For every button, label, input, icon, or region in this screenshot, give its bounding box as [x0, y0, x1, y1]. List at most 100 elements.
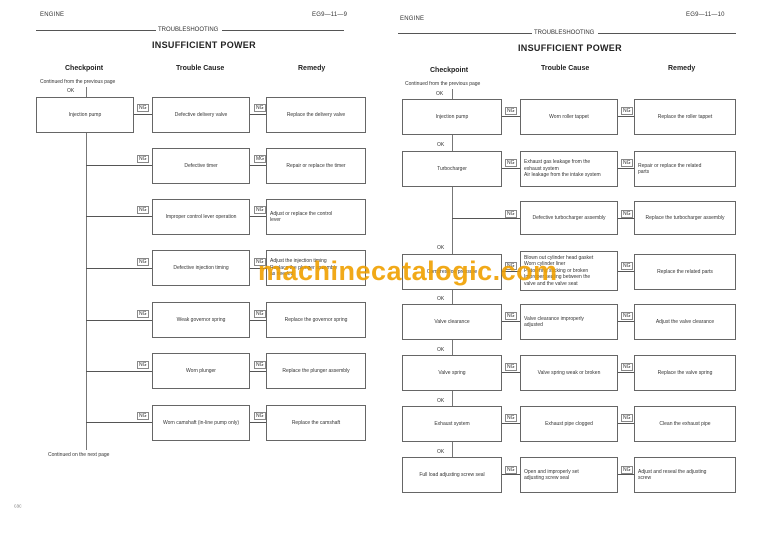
ng-tag: NG	[621, 466, 633, 474]
right-page-number: EG9—11—10	[686, 12, 725, 18]
left-continued-from: Continued from the previous page	[40, 79, 116, 85]
right-branch-line	[502, 271, 520, 272]
left-page-number: EG9—11—9	[312, 12, 348, 18]
cause-box: Defective delivery valve	[152, 97, 250, 133]
ng-tag: NG	[137, 361, 149, 369]
ok-label: OK	[437, 296, 445, 302]
ng-tag: NG	[505, 466, 517, 474]
left-remedy-line	[250, 422, 266, 423]
left-remedy-line	[250, 371, 266, 372]
right-remedy-line	[618, 116, 634, 117]
ng-tag: MG	[254, 155, 267, 163]
remedy-box: Repair or replace the timer	[266, 148, 366, 184]
left-remedy-line	[250, 216, 266, 217]
ng-tag: NG	[621, 107, 633, 115]
right-branch-line	[502, 423, 520, 424]
left-branch-line	[86, 371, 152, 372]
cause-box: Improper control lever operation	[152, 199, 250, 235]
ng-tag: NG	[621, 363, 633, 371]
ng-tag: NG	[254, 258, 266, 266]
right-branch-line	[502, 168, 520, 169]
remedy-box: Replace the roller tappet	[634, 99, 736, 135]
checkpoint-box: Full load adjusting screw seal	[402, 457, 502, 493]
left-remedy-line	[250, 165, 266, 166]
left-branch-line	[86, 216, 152, 217]
ok-label: OK	[437, 449, 445, 455]
left-col-remedy: Remedy	[298, 65, 326, 72]
ng-tag: NG	[254, 361, 266, 369]
right-section-label: ENGINE	[400, 16, 425, 22]
left-remedy-line	[250, 268, 266, 269]
right-flow-connector	[452, 391, 453, 406]
remedy-box: Adjust and reseal the adjusting screw	[634, 457, 736, 493]
ng-tag: NG	[254, 310, 266, 318]
cause-box: Exhaust gas leakage from the exhaust sys…	[520, 151, 618, 187]
right-remedy-line	[618, 271, 634, 272]
cause-box: Weak governor spring	[152, 302, 250, 338]
watermark: machinecatalogic.com	[258, 256, 558, 286]
ng-tag: NG	[505, 262, 517, 270]
right-remedy-line	[618, 423, 634, 424]
left-section-label: ENGINE	[40, 12, 65, 18]
right-branch-line	[502, 372, 520, 373]
cause-box: Defective timer	[152, 148, 250, 184]
right-remedy-line	[618, 321, 634, 322]
ng-tag: NG	[254, 412, 266, 420]
remedy-box: Replace the related parts	[634, 254, 736, 290]
left-branch-line	[86, 165, 152, 166]
left-branch-line	[86, 422, 152, 423]
right-branch-line	[502, 474, 520, 475]
remedy-box: Replace the turbocharger assembly	[634, 201, 736, 235]
right-header-rule-left	[398, 33, 532, 34]
left-ok-connector	[86, 87, 87, 97]
checkpoint-injection-pump: Injection pump	[36, 97, 134, 133]
ng-tag: NG	[137, 155, 149, 163]
ok-label: OK	[437, 347, 445, 353]
ok-label: OK	[437, 398, 445, 404]
checkpoint-box: Injection pump	[402, 99, 502, 135]
ng-tag: NG	[137, 104, 149, 112]
ng-tag: NG	[137, 206, 149, 214]
ng-tag: NG	[505, 210, 517, 218]
checkpoint-box: Exhaust system	[402, 406, 502, 442]
left-flow-trunk	[86, 133, 87, 450]
remedy-box: Replace the camshaft	[266, 405, 366, 441]
right-ok-label: OK	[436, 91, 444, 97]
cause-box: Exhaust pipe clogged	[520, 406, 618, 442]
checkpoint-box: Turbocharger	[402, 151, 502, 187]
cause-box: Worn roller tappet	[520, 99, 618, 135]
ng-tag: NG	[137, 412, 149, 420]
left-header-rule-right	[222, 30, 344, 31]
ng-tag: NG	[137, 310, 149, 318]
right-flow-connector	[452, 135, 453, 151]
cause-box: Defective injection timing	[152, 250, 250, 286]
remedy-box: Repair or replace the related parts	[634, 151, 736, 187]
left-continued-on: Continued on the next page	[48, 452, 110, 458]
cause-box: Valve clearance improperly adjusted	[520, 304, 618, 340]
ng-tag: NG	[137, 258, 149, 266]
remedy-box: Replace the governor spring	[266, 302, 366, 338]
ng-tag: NG	[505, 312, 517, 320]
remedy-box: Adjust the valve clearance	[634, 304, 736, 340]
right-col-cause: Trouble Cause	[541, 65, 590, 72]
left-subheader: TROUBLESHOOTING	[158, 27, 219, 33]
ng-tag: NG	[621, 414, 633, 422]
left-remedy-line	[250, 320, 266, 321]
left-title: INSUFFICIENT POWER	[152, 40, 256, 50]
right-branch-line	[502, 321, 520, 322]
checkpoint-box: Compression pressure	[402, 254, 502, 290]
right-remedy-line	[618, 218, 634, 219]
right-branch-line	[502, 116, 520, 117]
right-col-checkpoint: Checkpoint	[430, 67, 469, 74]
left-col-checkpoint: Checkpoint	[65, 65, 104, 72]
right-flow-connector	[452, 187, 453, 254]
ng-tag: NG	[254, 206, 266, 214]
ng-tag: NG	[621, 262, 633, 270]
remedy-box: Adjust the injection timing Replace the …	[266, 250, 366, 286]
left-col-cause: Trouble Cause	[176, 65, 225, 72]
ok-label: OK	[437, 142, 445, 148]
right-header-rule-right	[598, 33, 736, 34]
left-branch-line	[86, 268, 152, 269]
left-ok-label: OK	[67, 88, 75, 94]
cause-box: Valve spring weak or broken	[520, 355, 618, 391]
